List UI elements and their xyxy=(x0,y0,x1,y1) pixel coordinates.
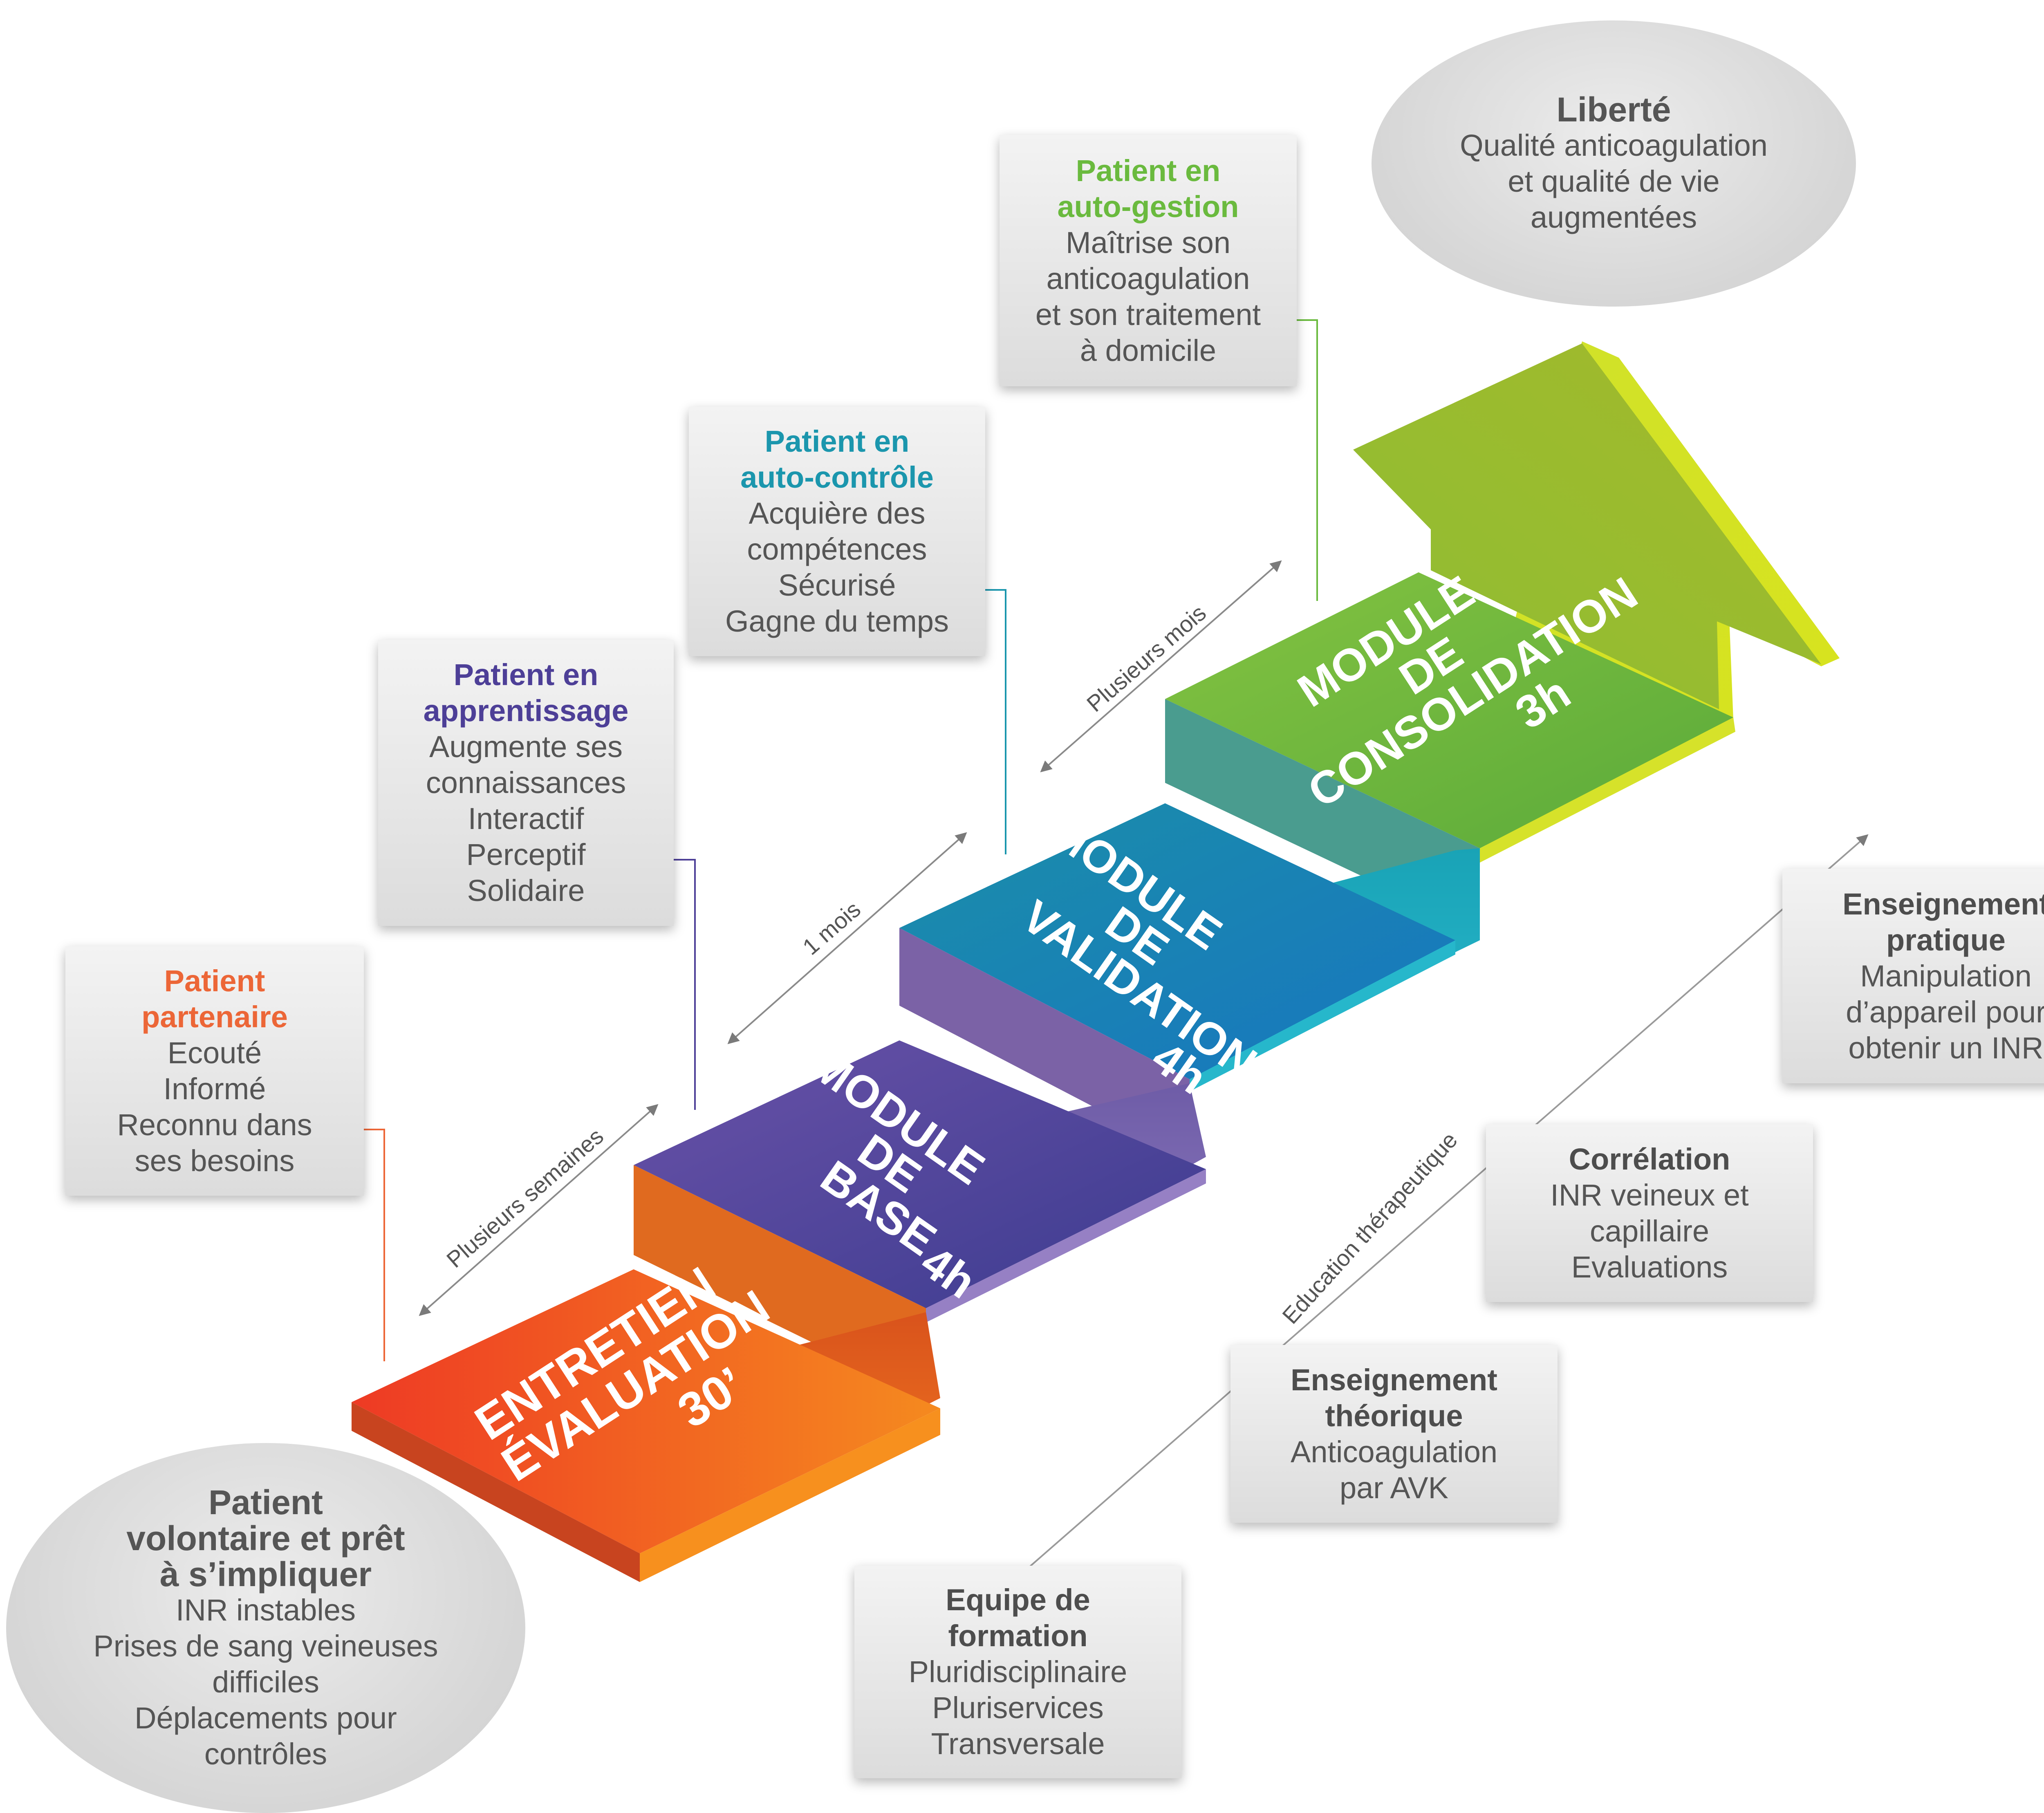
status-line: Perceptif xyxy=(466,838,586,872)
start-line: Déplacements pour xyxy=(134,1701,397,1735)
education-line: Pluriservices xyxy=(932,1691,1104,1725)
step-validation-side xyxy=(1190,940,1455,1091)
status-line: Informé xyxy=(163,1072,266,1106)
status-line: Sécurisé xyxy=(778,568,896,602)
status-line: Maîtrise son xyxy=(1065,225,1231,260)
status-line: Solidaire xyxy=(467,874,585,908)
status-title: Patient en auto-gestion xyxy=(1057,153,1239,224)
status-line: et son traitement xyxy=(1035,297,1261,332)
education-line: obtenir un INR xyxy=(1848,1031,2044,1065)
education-axis-line xyxy=(1025,834,1869,1571)
education-line: Pluridisciplinaire xyxy=(908,1655,1127,1689)
status-title: Patient en auto-contrôle xyxy=(740,424,934,494)
step-consolidation-side xyxy=(1480,717,1735,863)
status-line: compétences xyxy=(747,532,927,566)
goal-line: Qualité anticoagulation xyxy=(1460,128,1768,162)
status-box-auto-controle: Patient en auto-contrôle Acquière des co… xyxy=(689,407,985,656)
status-line: anticoagulation xyxy=(1046,261,1250,296)
education-line: Evaluations xyxy=(1571,1250,1728,1284)
interval-arrow-3 xyxy=(1040,560,1282,773)
status-line: Augmente ses xyxy=(429,730,623,764)
start-line: INR instables xyxy=(175,1593,356,1627)
status-title: Patient partenaire xyxy=(141,964,288,1034)
connector-auto-gestion xyxy=(1297,319,1318,601)
interval-label-1: Plusieurs semaines xyxy=(442,1123,608,1273)
step-consolidation-top xyxy=(1165,572,1733,848)
status-box-auto-gestion: Patient en auto-gestion Maîtrise son ant… xyxy=(1000,135,1297,386)
goal-title: Liberté xyxy=(1556,90,1671,129)
education-line: Transversale xyxy=(931,1727,1105,1761)
step-base-top xyxy=(634,1040,1206,1308)
status-line: Gagne du temps xyxy=(725,604,949,638)
goal-line: et qualité de vie xyxy=(1508,164,1720,198)
education-line: INR veineux et xyxy=(1550,1178,1749,1212)
interval-label-2: 1 mois xyxy=(798,896,865,960)
education-box-pratique: Enseignement pratique Manipulation d’app… xyxy=(1782,869,2044,1083)
education-title: Corrélation xyxy=(1569,1142,1730,1176)
education-axis-label: Education thérapeutique xyxy=(1277,1127,1462,1329)
step-entretien-top xyxy=(352,1269,940,1553)
education-box-theorique: Enseignement théorique Anticoagulation p… xyxy=(1230,1345,1558,1523)
step-entretien-front xyxy=(352,1402,640,1582)
step-validation-top xyxy=(899,803,1455,1079)
start-line: difficiles xyxy=(212,1665,319,1699)
start-title: Patient volontaire et prêt à s’impliquer xyxy=(126,1483,405,1593)
education-box-correlation: Corrélation INR veineux et capillaire Ev… xyxy=(1486,1124,1813,1302)
status-line: Reconnu dans xyxy=(117,1108,312,1142)
education-box-equipe: Equipe de formation Pluridisciplinaire P… xyxy=(854,1566,1181,1778)
arrow-body xyxy=(1353,343,1821,709)
status-line: ses besoins xyxy=(134,1144,295,1178)
education-title: Enseignement théorique xyxy=(1291,1363,1497,1433)
status-line: Interactif xyxy=(468,802,584,836)
interval-arrow-1 xyxy=(419,1104,659,1316)
start-oval: Patient volontaire et prêt à s’impliquer… xyxy=(6,1443,525,1813)
education-line: Anticoagulation xyxy=(1290,1434,1498,1469)
status-line: connaissances xyxy=(426,766,626,800)
start-line: contrôles xyxy=(204,1737,327,1771)
goal-oval: Liberté Qualité anticoagulation et quali… xyxy=(1372,20,1856,307)
step-validation-front xyxy=(899,928,1190,1157)
education-title: Equipe de formation xyxy=(946,1583,1090,1653)
interval-arrow-2 xyxy=(727,832,967,1044)
education-line: d’appareil pour xyxy=(1846,995,2044,1029)
goal-line: augmentées xyxy=(1530,200,1697,234)
status-line: à domicile xyxy=(1080,333,1217,368)
status-line: Ecouté xyxy=(167,1036,262,1070)
education-title: Enseignement pratique xyxy=(1842,887,2044,957)
step-entretien-side xyxy=(640,1408,940,1582)
education-line: capillaire xyxy=(1589,1214,1710,1248)
education-line: par AVK xyxy=(1339,1470,1448,1505)
status-box-partenaire: Patient partenaire Ecouté Informé Reconn… xyxy=(65,946,364,1196)
start-line: Prises de sang veineuses xyxy=(93,1629,438,1663)
connector-auto-controle xyxy=(985,589,1006,854)
status-line: Acquière des xyxy=(749,496,926,530)
step-base-side xyxy=(926,1169,1206,1322)
status-box-apprentissage: Patient en apprentissage Augmente ses co… xyxy=(378,640,674,926)
education-line: Manipulation xyxy=(1860,959,2032,993)
connector-partenaire xyxy=(364,1129,385,1361)
status-title: Patient en apprentissage xyxy=(423,658,629,728)
connector-apprentissage xyxy=(674,859,696,1110)
